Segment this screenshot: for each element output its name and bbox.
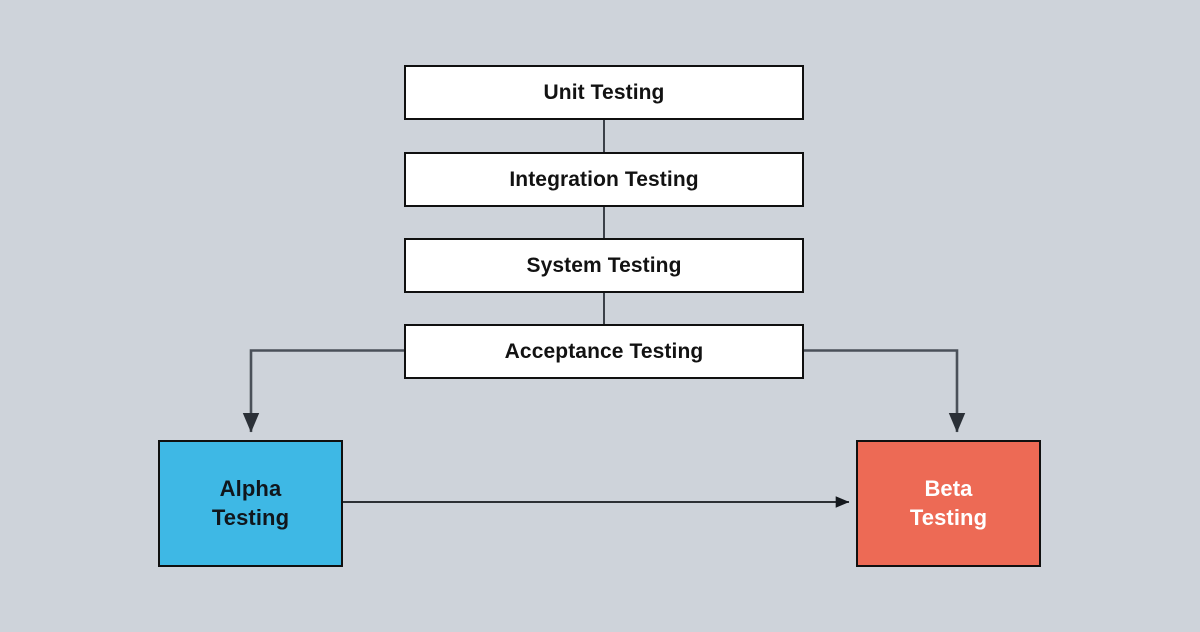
node-unit-testing-label: Unit Testing: [543, 80, 665, 104]
node-unit-testing[interactable]: Unit Testing: [404, 65, 804, 120]
edge-acceptance-to-alpha: [242, 349, 404, 433]
edge-acceptance-to-beta: [804, 349, 966, 433]
node-integration-testing[interactable]: Integration Testing: [404, 152, 804, 207]
node-system-testing[interactable]: System Testing: [404, 238, 804, 293]
node-system-testing-label: System Testing: [526, 253, 682, 277]
node-acceptance-testing-label: Acceptance Testing: [504, 339, 704, 363]
node-alpha-testing-label: Alpha Testing: [211, 475, 290, 530]
node-beta-testing-label: Beta Testing: [909, 475, 988, 530]
node-integration-testing-label: Integration Testing: [509, 167, 699, 191]
node-acceptance-testing[interactable]: Acceptance Testing: [404, 324, 804, 379]
node-beta-testing[interactable]: Beta Testing: [856, 440, 1041, 567]
node-alpha-testing[interactable]: Alpha Testing: [158, 440, 343, 567]
